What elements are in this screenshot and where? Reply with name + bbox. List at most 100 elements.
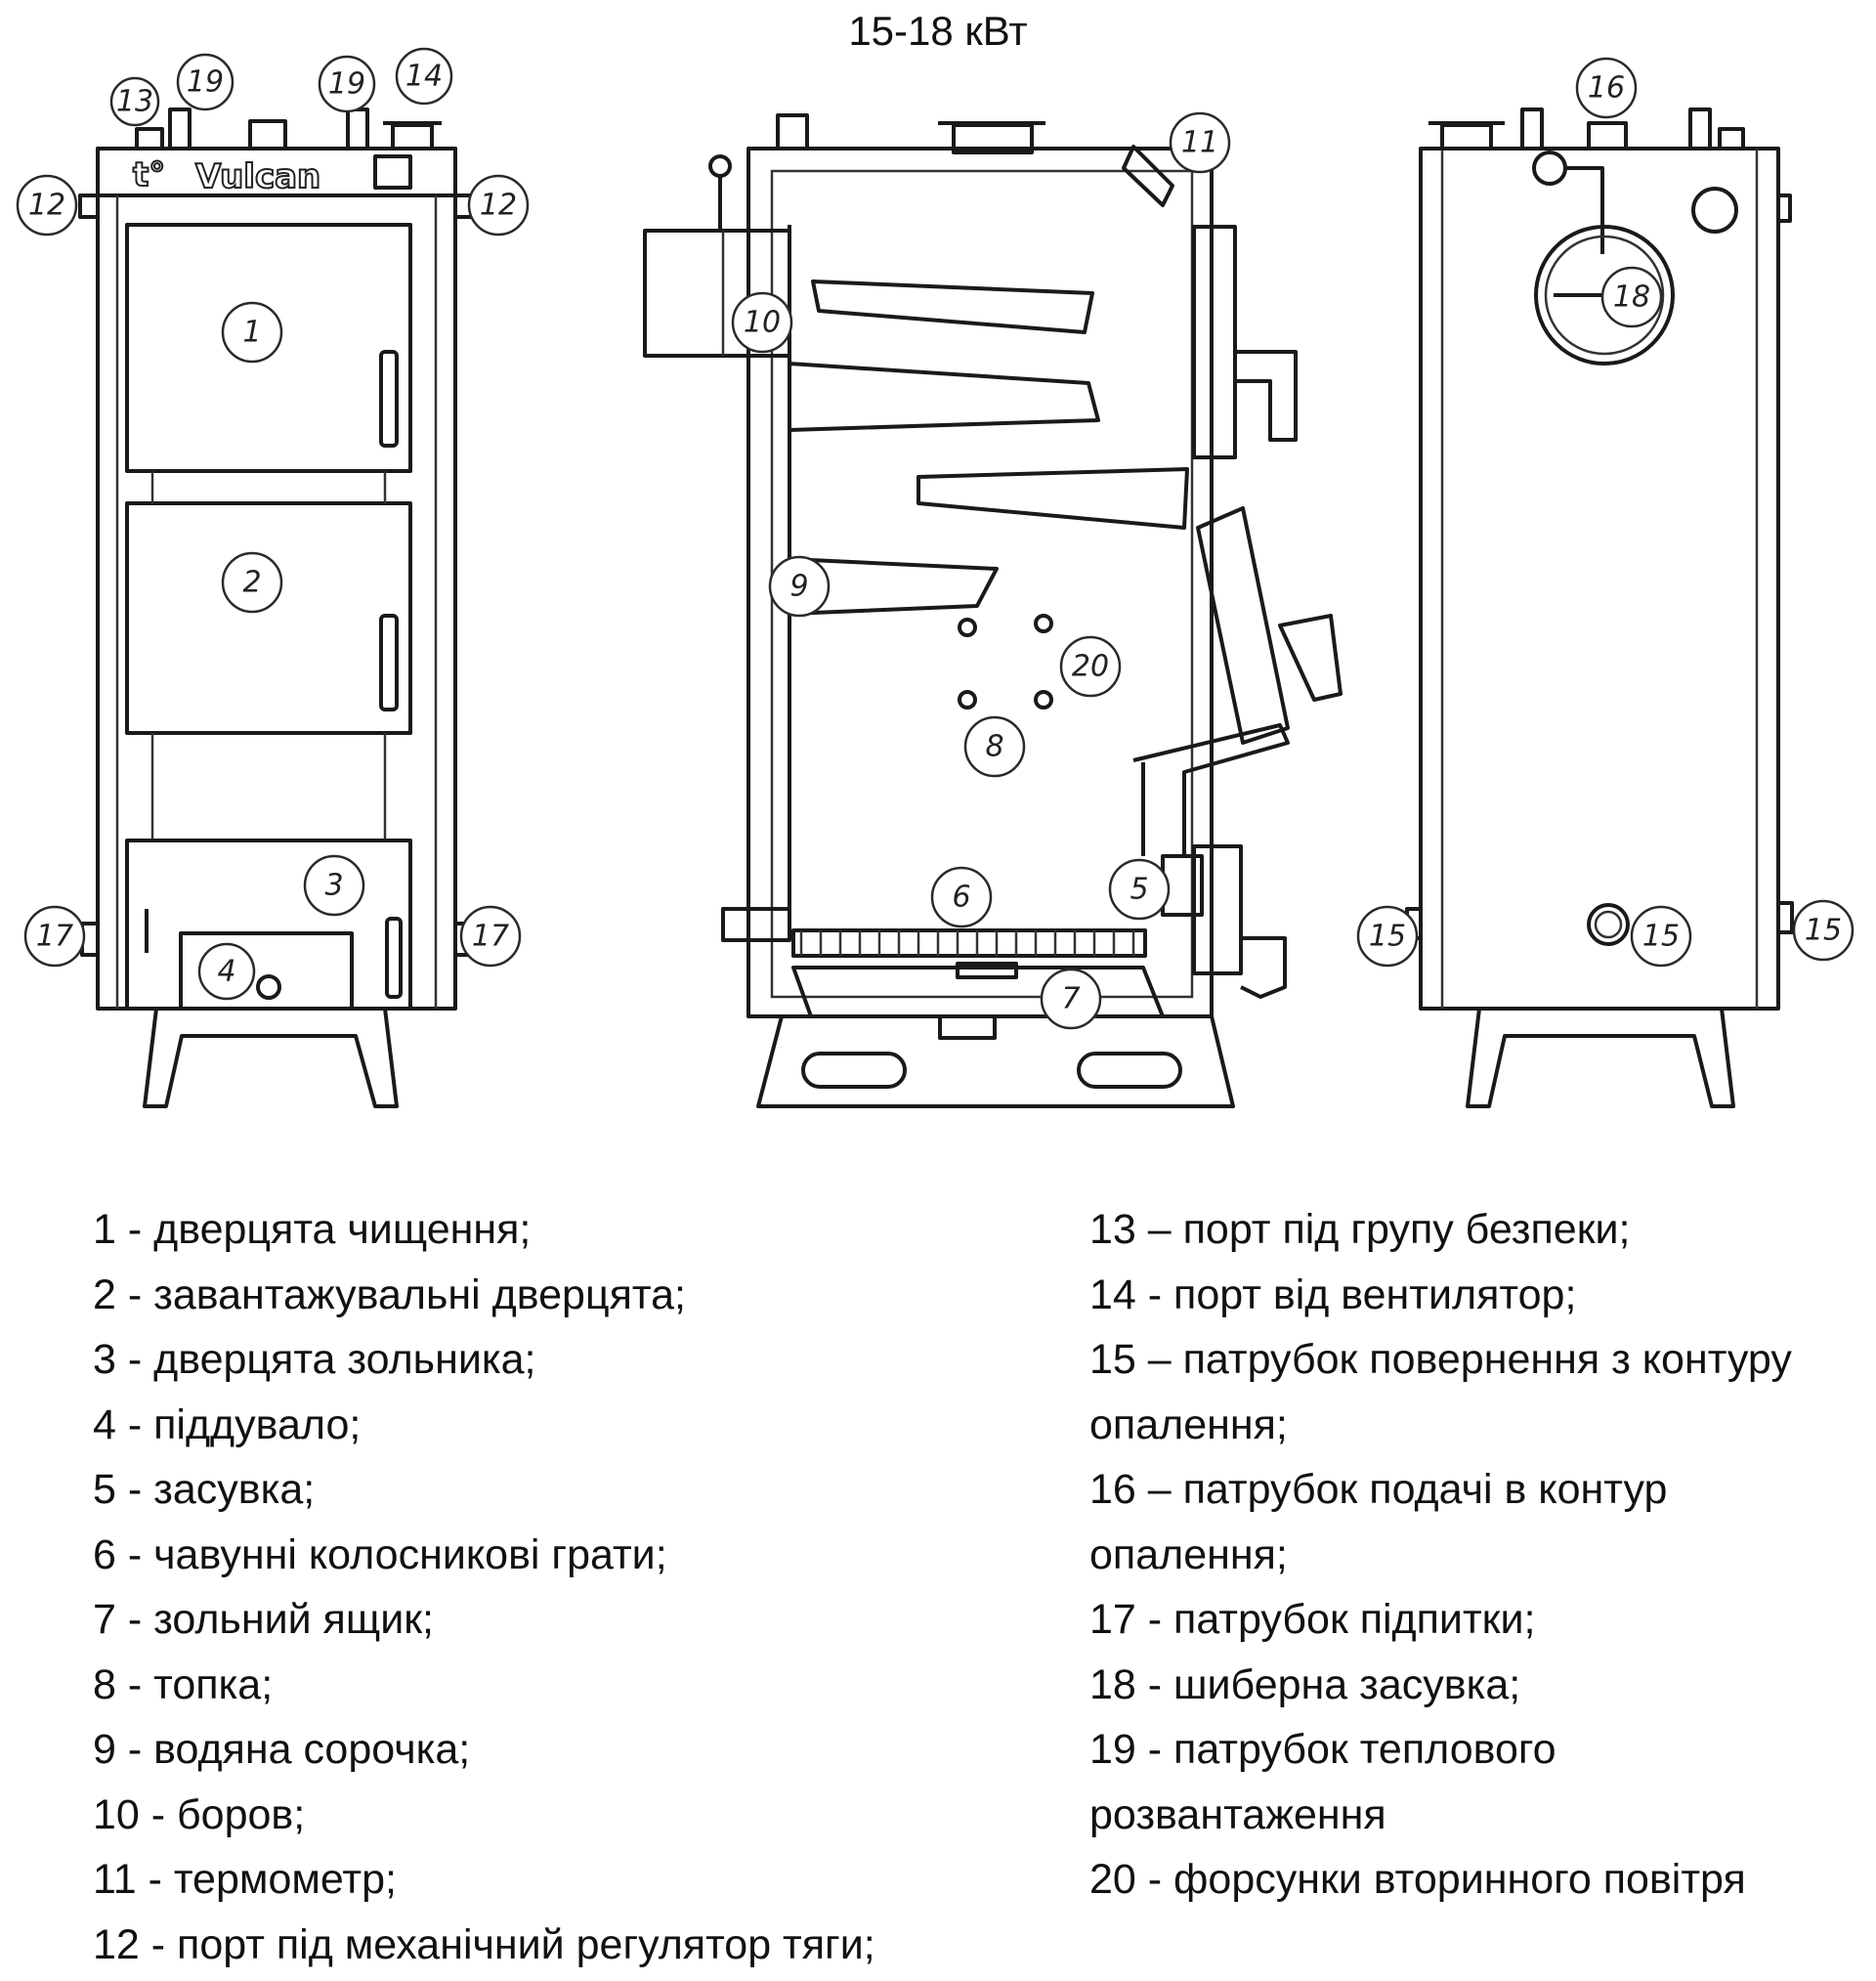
callout-17-right: 17 xyxy=(459,905,522,968)
rear-top-port-left xyxy=(1440,123,1493,151)
callout-6: 6 xyxy=(930,866,993,928)
svg-text:3: 3 xyxy=(324,869,343,903)
callout-19-left: 19 xyxy=(176,53,234,111)
svg-text:18: 18 xyxy=(1613,280,1650,315)
legend-item: 18 - шиберна засувка; xyxy=(1089,1660,1521,1708)
callout-19-right: 19 xyxy=(318,55,376,113)
section-top-pipe-left xyxy=(776,113,809,151)
svg-text:17: 17 xyxy=(472,920,509,954)
svg-text:4: 4 xyxy=(217,955,235,989)
top-port-center xyxy=(248,119,287,151)
callout-1: 1 xyxy=(221,301,283,364)
legend-item: 14 - порт від вентилятор; xyxy=(1089,1270,1577,1318)
rear-supply-elbow xyxy=(1532,151,1567,186)
section-door-middle-handle xyxy=(1278,614,1343,702)
svg-text:6: 6 xyxy=(952,881,970,915)
baffle-3 xyxy=(917,467,1189,530)
callout-20: 20 xyxy=(1059,635,1122,698)
callout-9: 9 xyxy=(768,555,831,618)
brand-logo: Vulcan xyxy=(195,157,320,196)
rear-top-port-c xyxy=(1718,127,1745,151)
svg-text:15: 15 xyxy=(1642,920,1680,954)
legend-item: 7 - зольний ящик; xyxy=(93,1596,434,1643)
svg-text:20: 20 xyxy=(1072,650,1109,684)
front-control-window xyxy=(373,154,412,190)
front-view: t° Vulcan xyxy=(78,108,475,1108)
callout-12-right: 12 xyxy=(467,174,530,237)
legend-item: 16 – патрубок подачі в контур xyxy=(1089,1466,1668,1513)
boiler-drawing: t° Vulcan xyxy=(16,47,1855,1108)
air-nozzle xyxy=(1034,614,1053,633)
rear-flue xyxy=(1534,225,1675,366)
rear-top-port-a xyxy=(1520,108,1544,151)
legend-item: опалення; xyxy=(1089,1400,1288,1448)
door-2-handle xyxy=(379,614,399,711)
callout-15-right: 15 xyxy=(1792,899,1855,962)
port-19-right xyxy=(346,108,369,151)
legend-item: 11 - термометр; xyxy=(93,1856,397,1903)
callout-5: 5 xyxy=(1108,858,1171,921)
svg-text:16: 16 xyxy=(1588,71,1625,106)
legend-item: 1 - дверцята чищення; xyxy=(93,1206,532,1253)
rear-top-port-b xyxy=(1688,108,1712,151)
door-3-handle xyxy=(385,917,403,999)
callout-18: 18 xyxy=(1600,266,1663,328)
svg-text:13: 13 xyxy=(116,85,153,119)
air-nozzle xyxy=(958,690,977,710)
callout-14: 14 xyxy=(395,47,453,106)
legend-item: опалення; xyxy=(1089,1530,1288,1578)
svg-text:5: 5 xyxy=(1130,873,1148,907)
legend-item: 3 - дверцята зольника; xyxy=(93,1336,536,1383)
section-side-port xyxy=(721,907,791,942)
legend-item: 5 - засувка; xyxy=(93,1466,316,1513)
legend-item: 12 - порт під механічний регулятор тяги; xyxy=(93,1920,875,1968)
callout-7: 7 xyxy=(1040,968,1102,1030)
svg-text:14: 14 xyxy=(405,60,443,94)
base-slot-right xyxy=(1077,1052,1182,1089)
legend-item: 13 – порт під групу безпеки; xyxy=(1089,1206,1631,1253)
door-1-handle xyxy=(379,350,399,448)
callout-2: 2 xyxy=(221,551,283,614)
door-3 xyxy=(125,839,412,1011)
svg-text:7: 7 xyxy=(1061,982,1080,1016)
legend-item: 2 - завантажувальні дверцята; xyxy=(93,1270,686,1318)
svg-text:12: 12 xyxy=(480,189,517,223)
legend-right: 13 – порт під групу безпеки; 14 - порт в… xyxy=(1089,1197,1792,1913)
callout-3: 3 xyxy=(303,854,365,917)
callout-10: 10 xyxy=(731,291,793,354)
rear-sensor-port xyxy=(1691,187,1738,234)
svg-text:17: 17 xyxy=(36,920,73,954)
callout-8: 8 xyxy=(963,715,1026,778)
port-12-left xyxy=(78,194,100,219)
port-13 xyxy=(135,127,164,151)
svg-text:15: 15 xyxy=(1369,920,1406,954)
port-16 xyxy=(1587,121,1628,151)
door-1 xyxy=(125,223,412,473)
svg-text:19: 19 xyxy=(187,65,224,100)
diagram-title: 15-18 кВт xyxy=(848,8,1028,54)
svg-text:1: 1 xyxy=(242,316,261,350)
callout-15-center: 15 xyxy=(1630,905,1692,968)
svg-text:10: 10 xyxy=(744,306,781,340)
svg-text:15: 15 xyxy=(1805,914,1842,948)
callout-11: 11 xyxy=(1169,111,1231,174)
svg-text:19: 19 xyxy=(328,67,365,102)
legend-item: 10 - боров; xyxy=(93,1790,306,1838)
callout-4: 4 xyxy=(197,942,256,1001)
baffle-1 xyxy=(811,280,1094,334)
flue-10 xyxy=(643,229,791,358)
legend-item: 8 - топка; xyxy=(93,1660,274,1708)
section-door-upper-handle xyxy=(1235,350,1298,442)
door-2 xyxy=(125,501,412,735)
section-view xyxy=(643,113,1343,1108)
air-flap-4 xyxy=(179,931,354,1011)
svg-text:9: 9 xyxy=(789,570,808,604)
callout-13: 13 xyxy=(109,76,160,127)
svg-text:2: 2 xyxy=(242,566,261,600)
svg-text:12: 12 xyxy=(28,189,65,223)
rear-legs xyxy=(1466,1008,1735,1108)
rear-body xyxy=(1419,147,1780,1011)
return-port-15 xyxy=(1587,903,1630,946)
logo-mark: t° xyxy=(133,155,165,194)
legend-item: 15 – патрубок повернення з контуру xyxy=(1089,1336,1792,1383)
